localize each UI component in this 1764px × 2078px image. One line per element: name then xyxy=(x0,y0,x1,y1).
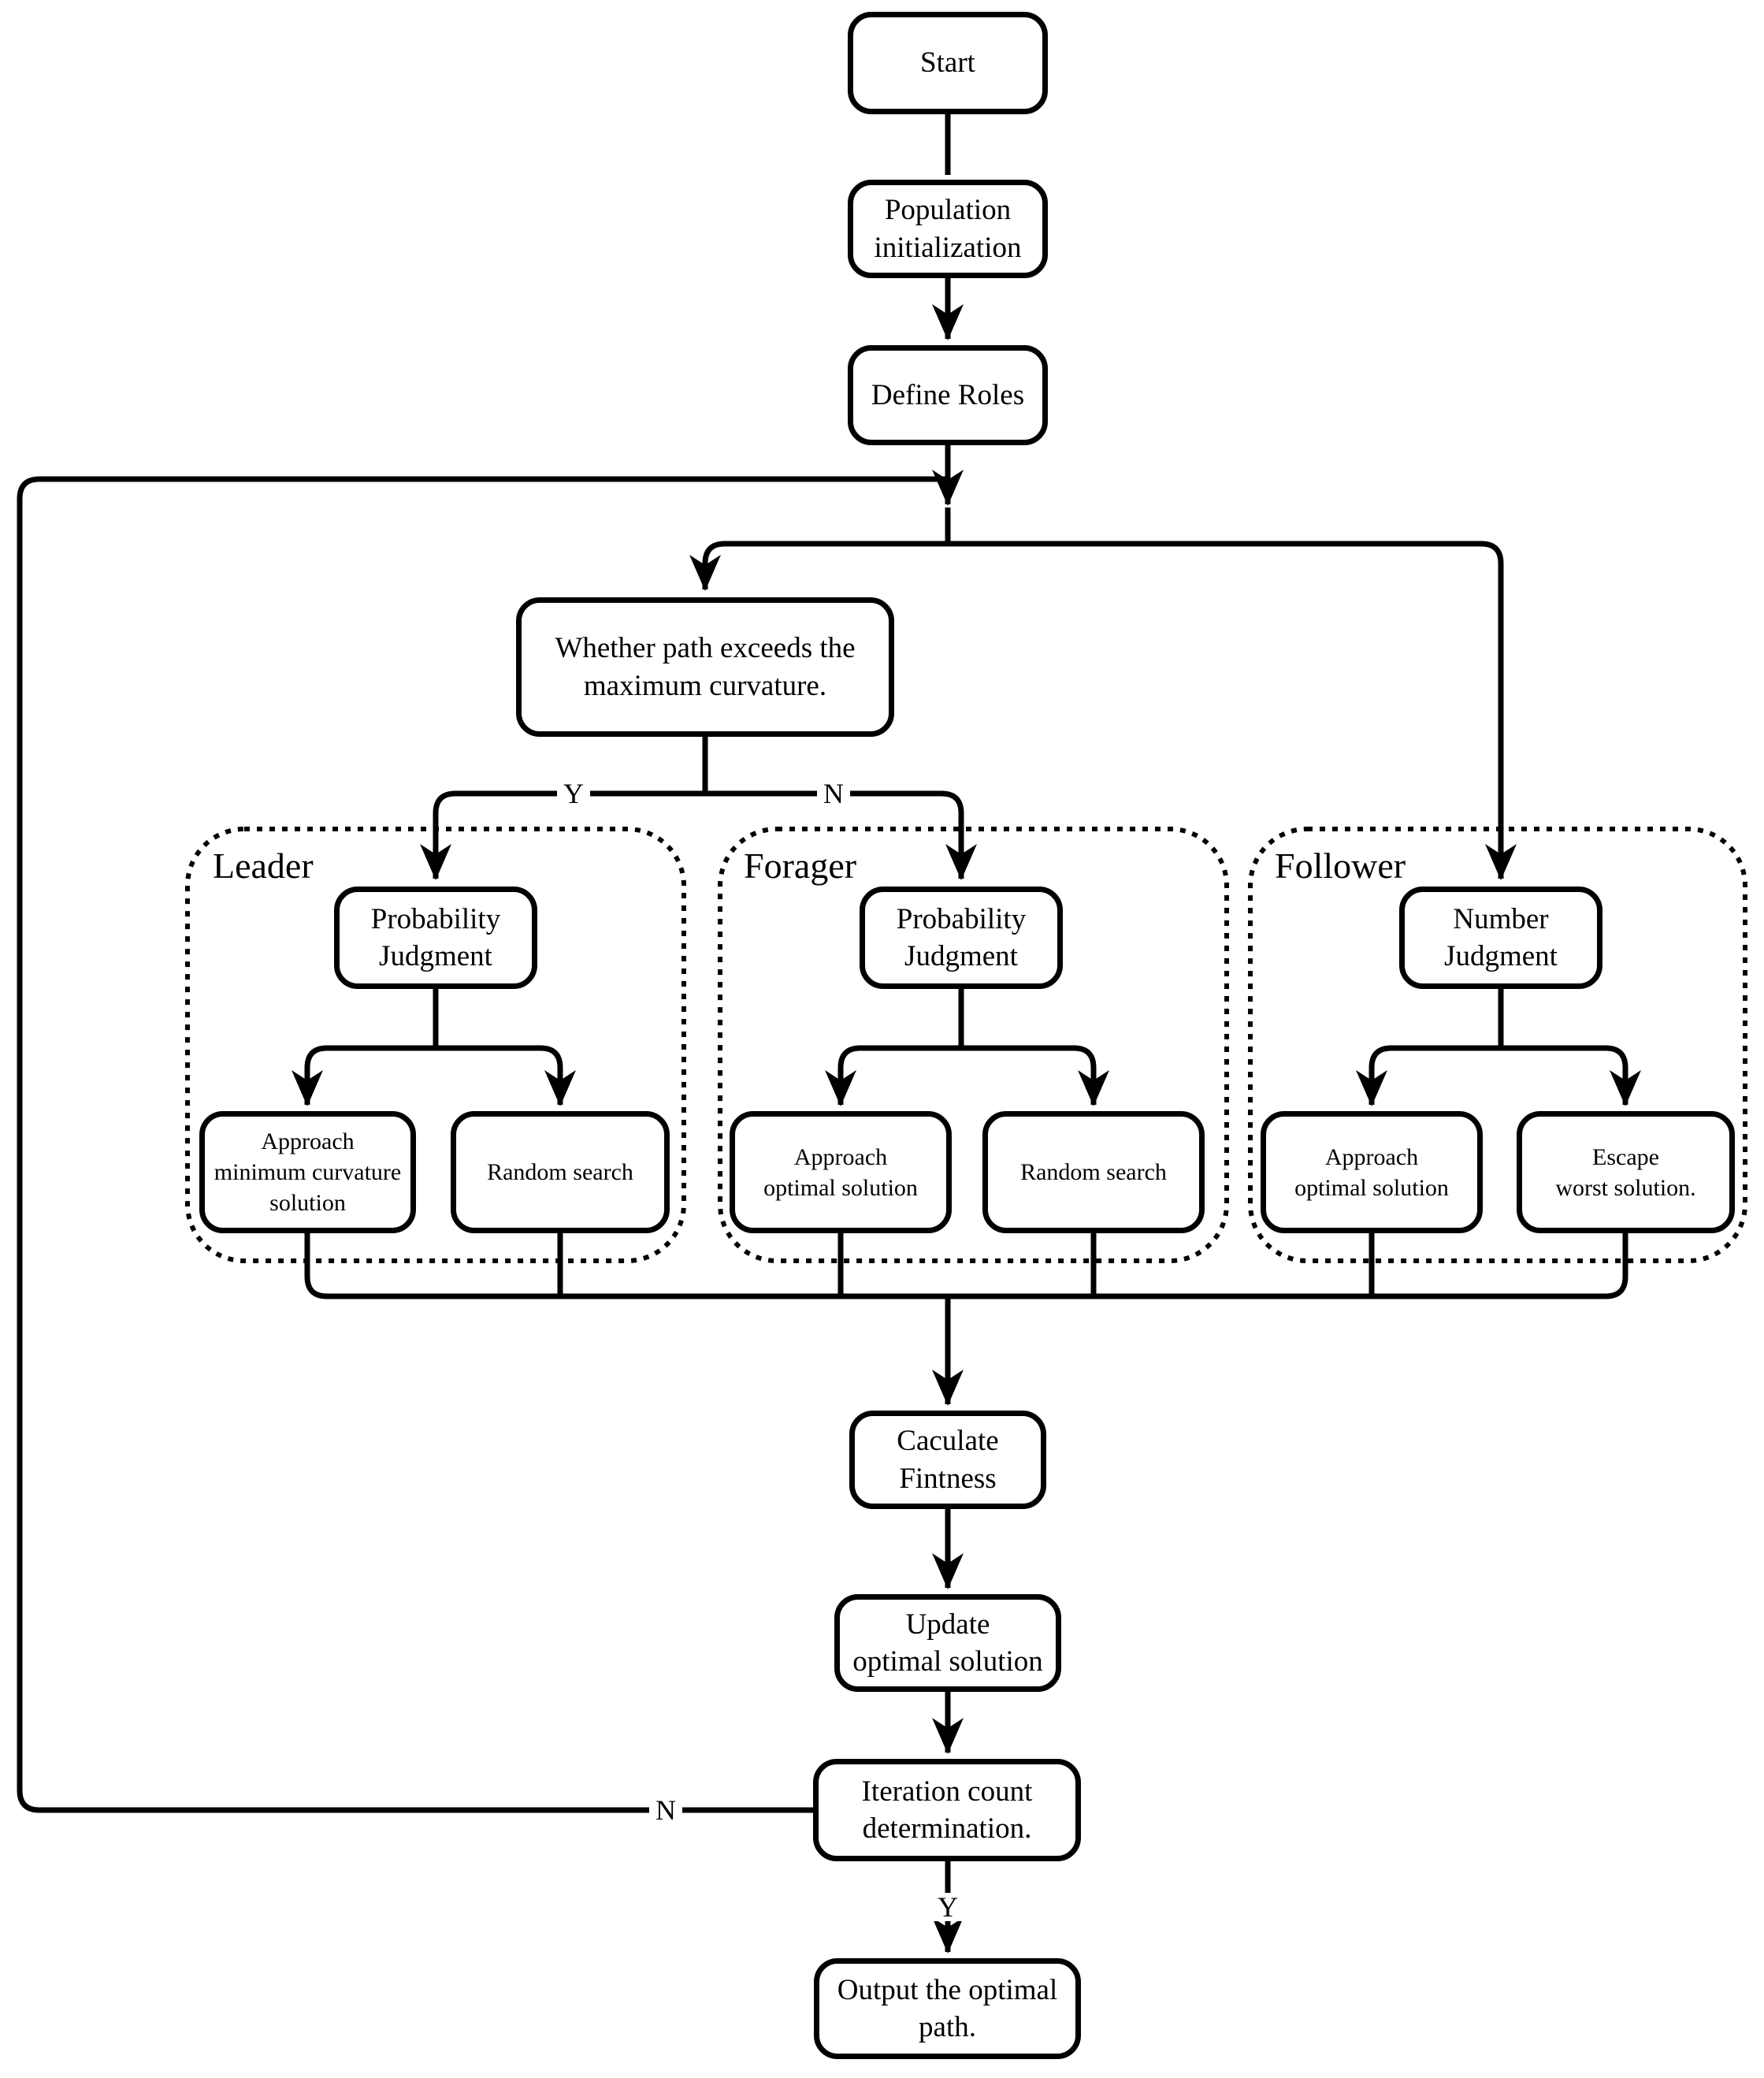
node-follower-approach-optimal: Approach optimal solution xyxy=(1261,1111,1483,1233)
curvature-no-label: N xyxy=(817,779,850,808)
node-forager-probability-judgment-label: Probability Judgment xyxy=(896,902,1027,972)
node-define-roles-label: Define Roles xyxy=(871,378,1025,411)
forager-group-label: Forager xyxy=(744,846,857,886)
node-output-optimal-path-label: Output the optimal path. xyxy=(837,1973,1058,2043)
node-approach-minimum-curvature: Approach minimum curvature solution xyxy=(199,1111,416,1233)
node-start: Start xyxy=(848,12,1048,114)
node-iteration-count-determination: Iteration count determination. xyxy=(813,1759,1081,1861)
node-forager-approach-optimal-label: Approach optimal solution xyxy=(763,1143,918,1201)
node-forager-approach-optimal: Approach optimal solution xyxy=(730,1111,952,1233)
edge-forager-child2 xyxy=(961,1045,1109,1106)
node-leader-random-search: Random search xyxy=(451,1111,670,1233)
node-output-optimal-path: Output the optimal path. xyxy=(814,1958,1081,2059)
edge-forager-child1 xyxy=(825,1045,961,1106)
node-update-optimal-solution: Update optimal solution xyxy=(834,1594,1061,1692)
node-forager-probability-judgment: Probability Judgment xyxy=(860,887,1063,989)
node-calculate-fitness-label: Caculate Fintness xyxy=(897,1425,999,1495)
edge-merge-left-curve xyxy=(304,1233,328,1299)
node-forager-random-search: Random search xyxy=(982,1111,1205,1233)
node-population-initialization-label: Population initialization xyxy=(874,194,1022,264)
edge-leader-child1 xyxy=(292,1045,436,1106)
node-follower-approach-optimal-label: Approach optimal solution xyxy=(1294,1143,1449,1201)
edge-curvature-yes xyxy=(420,790,705,880)
node-forager-random-search-label: Random search xyxy=(1020,1159,1167,1185)
leader-group-label: Leader xyxy=(213,846,314,886)
node-approach-minimum-curvature-label: Approach minimum curvature solution xyxy=(214,1128,402,1216)
edge-leader-child2 xyxy=(436,1045,576,1106)
node-calculate-fitness: Caculate Fintness xyxy=(849,1411,1046,1509)
edge-iteration-loopback xyxy=(17,476,945,1813)
node-leader-random-search-label: Random search xyxy=(487,1159,633,1185)
edge-split-follower xyxy=(948,541,1517,880)
node-define-roles: Define Roles xyxy=(848,345,1048,445)
node-leader-probability-judgment-label: Probability Judgment xyxy=(370,902,501,972)
node-iteration-count-determination-label: Iteration count determination. xyxy=(861,1775,1033,1845)
edge-split-curvature xyxy=(689,541,948,591)
node-update-optimal-solution-label: Update optimal solution xyxy=(852,1608,1043,1678)
follower-group-label: Follower xyxy=(1275,846,1406,886)
node-escape-worst-solution-label: Escape worst solution. xyxy=(1555,1143,1696,1201)
edge-follower-child2 xyxy=(1501,1045,1641,1106)
iteration-no-label: N xyxy=(649,1796,682,1824)
node-leader-probability-judgment: Probability Judgment xyxy=(334,887,537,989)
node-follower-number-judgment: Number Judgment xyxy=(1399,887,1602,989)
forager-group-border xyxy=(718,827,1229,1263)
node-follower-number-judgment-label: Number Judgment xyxy=(1444,902,1558,972)
iteration-yes-label: Y xyxy=(931,1893,964,1921)
node-population-initialization: Population initialization xyxy=(848,180,1048,278)
edge-merge-right-curve xyxy=(1605,1233,1628,1299)
edge-curvature-no xyxy=(705,790,977,880)
node-curvature-check: Whether path exceeds the maximum curvatu… xyxy=(516,597,894,737)
node-start-label: Start xyxy=(920,46,975,80)
curvature-yes-label: Y xyxy=(557,779,590,808)
follower-group-border xyxy=(1248,827,1747,1263)
node-escape-worst-solution: Escape worst solution. xyxy=(1517,1111,1735,1233)
edge-follower-child1 xyxy=(1356,1045,1501,1106)
node-curvature-check-label: Whether path exceeds the maximum curvatu… xyxy=(555,632,856,702)
